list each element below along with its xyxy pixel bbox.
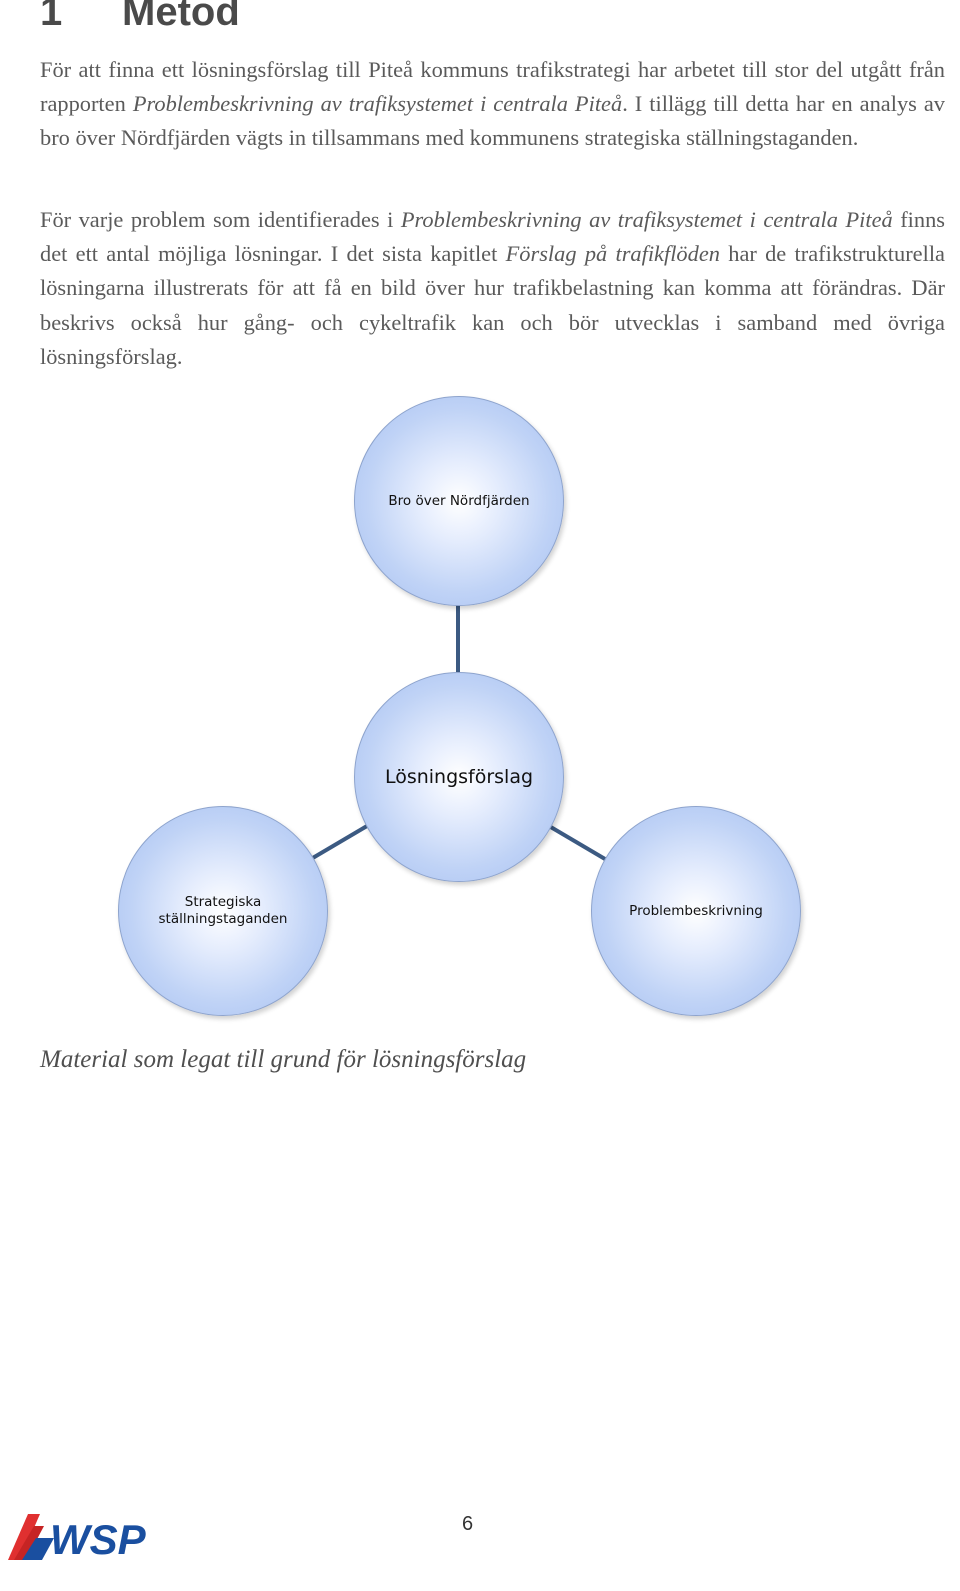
logo-text: WSP (50, 1516, 147, 1562)
connector-left (309, 824, 369, 861)
wsp-logo: WSP (8, 1514, 147, 1562)
node-left-label-line1: Strategiska (184, 894, 262, 910)
paragraph-2: För varje problem som identifierades i P… (40, 203, 945, 374)
paragraph-2-italic-1: Problembeskrivning av trafiksystemet i c… (400, 207, 893, 232)
paragraph-2-italic-2: Förslag på trafikflöden (505, 241, 720, 267)
connector-right (547, 824, 607, 861)
node-center-label: Lösningsförslag (384, 766, 534, 788)
paragraph-1-text-2: . I tillägg till detta har en analys av … (40, 91, 945, 151)
paragraph-2-text-2: finns det ett antal möjliga lösningar. I… (40, 207, 946, 267)
diagram-connectors (309, 604, 607, 861)
section-title: Metod (122, 0, 240, 34)
section-heading: 1 Metod (40, 0, 240, 35)
paragraph-1-text-1: För att finna ett lösningsförslag till P… (40, 57, 945, 117)
paragraph-2-text-3: har de trafikstrukturella lösningarna il… (40, 241, 945, 369)
node-problembeskrivning: Problembeskrivning (591, 806, 801, 1016)
page-number: 6 (462, 1513, 474, 1535)
node-top-label: Bro över Nördfjärden (388, 493, 530, 509)
node-left-label-line2: ställningstaganden (158, 911, 288, 927)
node-strategiska-stallningstaganden: Strategiska ställningstaganden (118, 806, 328, 1016)
node-losningsforslag: Lösningsförslag (354, 672, 564, 882)
section-number: 1 (40, 0, 63, 34)
node-right-label: Problembeskrivning (629, 903, 763, 919)
paragraph-1-italic-1: Problembeskrivning av trafiksystemet i c… (132, 91, 623, 117)
paragraph-2-text-1: För varje problem som identifierades i (40, 207, 401, 232)
figure-caption: Material som legat till grund för lösnin… (40, 1046, 527, 1073)
paragraph-1: För att finna ett lösningsförslag till P… (40, 53, 945, 156)
node-bro-over-nordfjarden: Bro över Nördfjärden (354, 396, 564, 606)
